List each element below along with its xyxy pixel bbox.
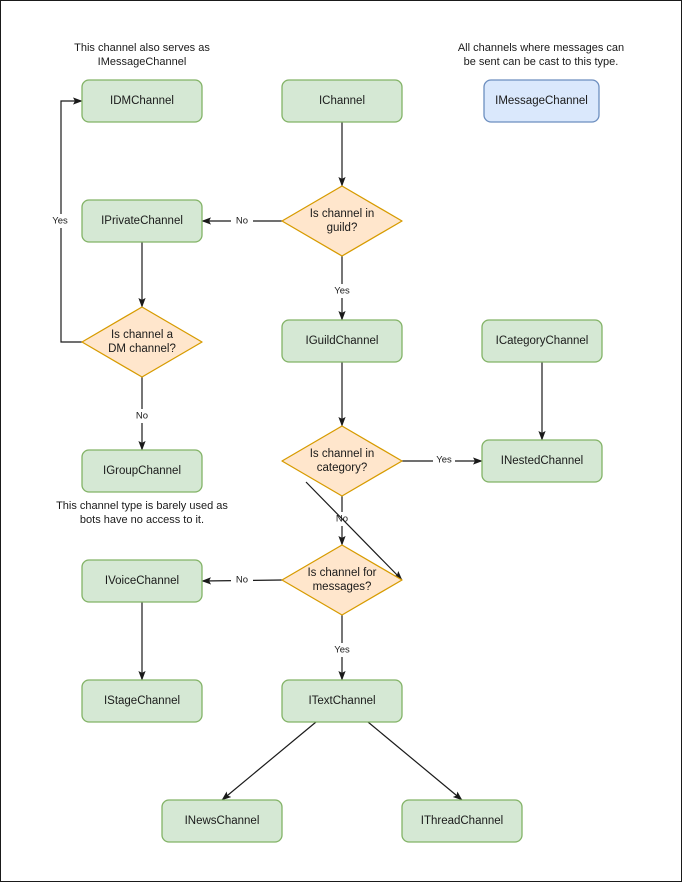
- annotation-layer: This channel also serves as IMessageChann…: [56, 42, 624, 526]
- node-shape-box: [81, 199, 203, 243]
- node-label: IChannel: [319, 95, 365, 107]
- node-label: messages?: [313, 581, 372, 593]
- node-label: guild?: [327, 222, 358, 234]
- annotation-line: This channel type is barely used as: [56, 500, 228, 512]
- node-layer: IDMChannel IChannel IMessageChannelIPrivat…: [81, 79, 603, 843]
- edge-label: Yes: [334, 645, 350, 656]
- node-ivoicechannel[interactable]: IVoiceChannel: [81, 559, 203, 603]
- annotation-line: bots have no access to it.: [80, 514, 204, 526]
- node-shape-box: [481, 439, 603, 483]
- node-inestedchannel[interactable]: INestedChannel: [481, 439, 603, 483]
- edge-ismessages-ivoicechannel: No: [201, 573, 283, 587]
- node-itextchannel[interactable]: ITextChannel: [281, 679, 403, 723]
- node-label: INewsChannel: [185, 815, 260, 827]
- node-label: IStageChannel: [104, 695, 180, 707]
- annotation-messagechannel: All channels where messages can be sent c…: [458, 42, 624, 68]
- node-ichannel[interactable]: IChannel: [281, 79, 403, 123]
- edge-label-backdrop: [49, 214, 71, 228]
- edge-label: Yes: [334, 286, 350, 297]
- edge-line: [221, 721, 317, 801]
- node-label: IDMChannel: [110, 95, 174, 107]
- node-label: IGroupChannel: [103, 465, 181, 477]
- node-label: Is channel in: [310, 448, 375, 460]
- node-label: IThreadChannel: [421, 815, 503, 827]
- node-inewschannel[interactable]: INewsChannel: [161, 799, 283, 843]
- edge-itextchannel-inewschannel: [221, 721, 317, 801]
- node-label: category?: [317, 462, 368, 474]
- edge-label-backdrop: [231, 214, 253, 228]
- edge-label-backdrop: [331, 284, 353, 298]
- annotation-line: IMessageChannel: [98, 56, 187, 68]
- node-iscategory[interactable]: Is channel in category?: [281, 425, 403, 497]
- node-shape-box: [281, 679, 403, 723]
- node-shape-box: [81, 79, 203, 123]
- node-label: Is channel for: [307, 567, 376, 579]
- node-shape-box: [281, 79, 403, 123]
- node-label: IGuildChannel: [306, 335, 379, 347]
- node-iprivatechannel[interactable]: IPrivateChannel: [81, 199, 203, 243]
- edge-ismessages-itextchannel: Yes: [331, 615, 353, 681]
- node-label: IPrivateChannel: [101, 215, 183, 227]
- node-shape-diamond: [281, 544, 403, 616]
- node-idmchannel[interactable]: IDMChannel: [81, 79, 203, 123]
- node-shape-box: [81, 679, 203, 723]
- edge-label: No: [236, 216, 248, 227]
- annotation-line: This channel also serves as: [74, 42, 210, 54]
- edge-isguild-iguildchannel: Yes: [331, 256, 353, 321]
- node-shape-box: [483, 79, 600, 123]
- edge-label-backdrop: [433, 453, 455, 467]
- node-imessagechannel[interactable]: IMessageChannel: [483, 79, 600, 123]
- node-shape-box: [481, 319, 603, 363]
- node-isguild[interactable]: Is channel in guild?: [281, 185, 403, 257]
- node-label: ITextChannel: [308, 695, 375, 707]
- annotation-line: All channels where messages can: [458, 42, 624, 54]
- annotation-line: be sent can be cast to this type.: [464, 56, 619, 68]
- edge-label: Yes: [436, 455, 452, 466]
- edge-label-backdrop: [231, 573, 253, 587]
- node-label: INestedChannel: [501, 455, 583, 467]
- node-isdm[interactable]: Is channel a DM channel?: [81, 306, 203, 378]
- node-label: IMessageChannel: [495, 95, 588, 107]
- node-label: IVoiceChannel: [105, 575, 179, 587]
- edge-label-backdrop: [131, 409, 153, 423]
- edge-label: No: [136, 411, 148, 422]
- edge-isdm-idmchannel: Yes: [49, 97, 83, 343]
- node-shape-diamond: [81, 306, 203, 378]
- edge-itextchannel-ithreadchannel: [367, 721, 463, 801]
- node-shape-box: [401, 799, 523, 843]
- edge-isguild-iprivatechannel: No: [201, 214, 282, 228]
- node-istagechannel[interactable]: IStageChannel: [81, 679, 203, 723]
- node-igroupchannel[interactable]: IGroupChannel: [81, 449, 203, 493]
- edge-iscategory-inestedchannel: Yes: [402, 453, 483, 467]
- node-shape-diamond: [281, 185, 403, 257]
- node-shape-diamond: [281, 425, 403, 497]
- edge-label: No: [236, 575, 248, 586]
- node-label: Is channel a: [111, 329, 174, 341]
- node-iguildchannel[interactable]: IGuildChannel: [281, 319, 403, 363]
- node-shape-box: [81, 559, 203, 603]
- edge-isdm-igroupchannel: No: [131, 377, 153, 451]
- edge-iscategory-ismessages: No: [331, 496, 353, 546]
- node-shape-box: [281, 319, 403, 363]
- node-label: DM channel?: [108, 343, 176, 355]
- annotation-dmchannel: This channel also serves as IMessageChann…: [74, 42, 210, 68]
- edge-label-backdrop: [331, 643, 353, 657]
- node-label: ICategoryChannel: [496, 335, 589, 347]
- node-label: Is channel in: [310, 208, 375, 220]
- node-shape-box: [81, 449, 203, 493]
- annotation-groupchannel: This channel type is barely used as bots …: [56, 500, 228, 526]
- node-shape-box: [161, 799, 283, 843]
- edge-inestedchannel-ismessages: [305, 481, 403, 581]
- edge-label: Yes: [52, 216, 68, 227]
- edge-line: [305, 481, 403, 581]
- node-ismessages[interactable]: Is channel for messages?: [281, 544, 403, 616]
- node-ithreadchannel[interactable]: IThreadChannel: [401, 799, 523, 843]
- edge-line: [367, 721, 463, 801]
- node-icategorychannel[interactable]: ICategoryChannel: [481, 319, 603, 363]
